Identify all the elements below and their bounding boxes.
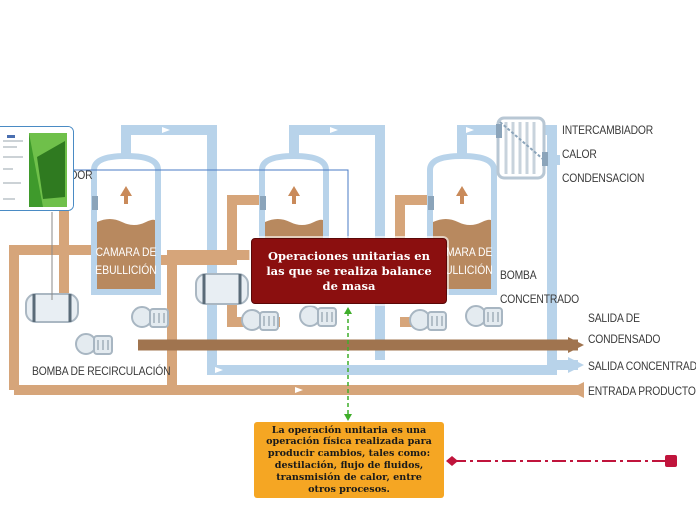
recirculation-pump-label: BOMBA DE RECIRCULACIÓN xyxy=(32,364,171,378)
relationship-connector xyxy=(446,455,677,467)
pump-icon xyxy=(75,305,503,355)
thumbnail-image xyxy=(0,127,73,210)
outlet-arrows xyxy=(568,337,584,398)
subtopic-text: La operación unitaria es una operación f… xyxy=(266,424,432,495)
arrow-right-icon xyxy=(162,127,474,393)
central-topic-text: Operaciones unitarias en las que se real… xyxy=(266,248,432,293)
subtopic-node[interactable]: La operación unitaria es una operación f… xyxy=(254,422,444,498)
square-node-icon[interactable] xyxy=(665,455,677,467)
pump-concentrate-label: BOMBA CONCENTRADO xyxy=(500,268,579,306)
inlet-product-label: ENTRADA PRODUCTO xyxy=(588,384,696,398)
outlet-concentrate-label: SALIDA CONCENTRADO xyxy=(588,359,696,373)
heat-exchanger-label: INTERCAMBIADOR CALOR CONDENSACION xyxy=(562,123,654,185)
tank-1-label: CAMARA DE EBULLICIÓN xyxy=(95,245,157,277)
subtopic-connector xyxy=(344,307,352,421)
thumbnail-connector xyxy=(74,169,349,238)
central-topic[interactable]: Operaciones unitarias en las que se real… xyxy=(251,238,447,304)
tank-1 xyxy=(91,152,161,295)
attached-image-thumbnail[interactable] xyxy=(0,126,74,211)
heat-exchanger-icon xyxy=(496,116,548,180)
diamond-node-icon xyxy=(446,456,458,466)
partial-left-label: DOR xyxy=(70,168,93,182)
outlet-condensate-label: SALIDA DE CONDENSADO xyxy=(588,311,661,346)
arrow-up-icon xyxy=(60,336,68,344)
heater-icon xyxy=(25,273,249,323)
